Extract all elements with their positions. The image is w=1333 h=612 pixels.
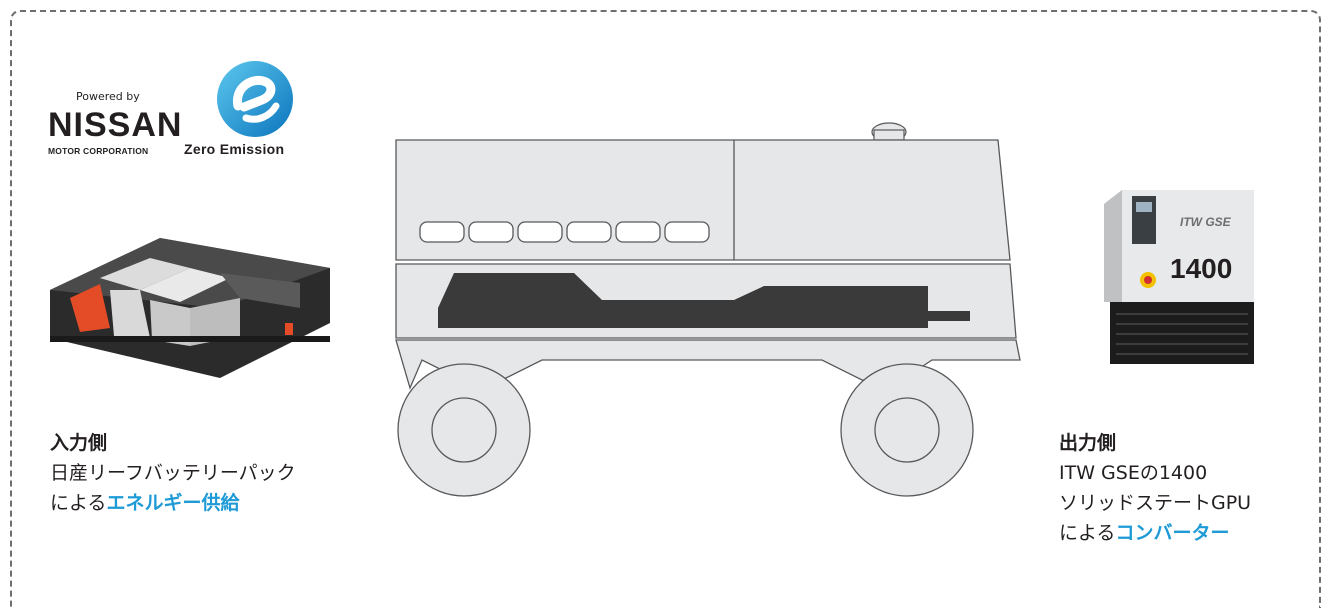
powered-by-text: Powered by [76,90,140,103]
gpu-vehicle-diagram [392,118,1032,498]
vehicle-vent [420,222,464,242]
right-wheel-hub [875,398,939,462]
output-side-highlight: コンバーター [1115,522,1229,544]
input-side-heading: 入力側 [50,428,296,458]
gpu-brand-text: ITW GSE [1180,215,1232,229]
input-side-highlight: エネルギー供給 [106,492,239,514]
input-side-line2: によるエネルギー供給 [50,488,296,518]
output-side-caption: 出力側 ITW GSEの1400 ソリッドステートGPU によるコンバーター [1059,428,1251,548]
vehicle-vent [518,222,562,242]
left-wheel-hub [432,398,496,462]
input-side-caption: 入力側 日産リーフバッテリーパック によるエネルギー供給 [50,428,296,518]
gpu-model-text: 1400 [1170,253,1232,284]
zero-emission-text: Zero Emission [184,141,284,157]
output-side-line1: ITW GSEの1400 [1059,458,1251,488]
zero-emission-logo-icon [210,58,300,140]
battery-pack-image [40,228,340,388]
output-side-line2: ソリッドステートGPU [1059,488,1251,518]
vehicle-vent [567,222,611,242]
gpu-unit-image: ITW GSE 1400 [1096,182,1256,378]
output-side-line3: によるコンバーター [1059,518,1251,548]
vehicle-vent [665,222,709,242]
vehicle-vent [469,222,513,242]
nissan-logo: NISSAN [48,108,182,142]
input-side-line1: 日産リーフバッテリーパック [50,458,296,488]
output-side-heading: 出力側 [1059,428,1251,458]
vehicle-vent [616,222,660,242]
input-side-line2-prefix: による [50,492,106,514]
nissan-logo-subtitle: MOTOR CORPORATION [48,146,148,156]
output-side-line3-prefix: による [1059,522,1115,544]
